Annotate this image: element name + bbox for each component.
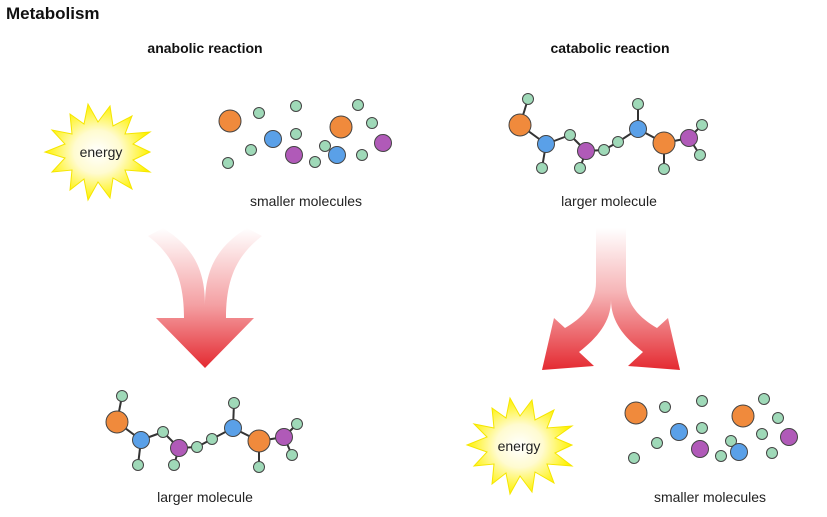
green-atom xyxy=(715,450,727,462)
green-atom xyxy=(522,93,534,105)
larger-molecule-label-anabolic: larger molecule xyxy=(157,489,253,505)
green-atom xyxy=(612,136,624,148)
green-atom xyxy=(772,412,784,424)
green-atom xyxy=(564,129,576,141)
energy-starburst-anabolic xyxy=(43,102,152,202)
diverging-arrow xyxy=(542,228,680,370)
green-atom xyxy=(651,437,663,449)
green-atom xyxy=(758,393,770,405)
green-atom xyxy=(356,149,368,161)
green-atom xyxy=(696,119,708,131)
green-atom xyxy=(245,144,257,156)
purple-atom xyxy=(691,440,709,458)
green-atom xyxy=(191,441,203,453)
anabolic-heading: anabolic reaction xyxy=(147,40,263,56)
green-atom xyxy=(766,447,778,459)
blue-atom xyxy=(629,120,647,138)
converging-arrow xyxy=(148,228,262,368)
green-atom xyxy=(659,401,671,413)
purple-atom xyxy=(577,142,595,160)
orange-atom xyxy=(247,429,271,453)
green-atom xyxy=(696,395,708,407)
blue-atom xyxy=(730,443,748,461)
orange-atom xyxy=(508,113,532,137)
larger-molecule-anabolic xyxy=(105,390,303,473)
orange-atom xyxy=(652,131,676,155)
energy-label-anabolic: energy xyxy=(80,144,123,160)
green-atom xyxy=(290,100,302,112)
larger-molecule-label-catabolic: larger molecule xyxy=(561,193,657,209)
green-atom xyxy=(628,452,640,464)
orange-atom xyxy=(731,404,755,428)
blue-atom xyxy=(537,135,555,153)
catabolic-heading: catabolic reaction xyxy=(550,40,670,56)
green-atom xyxy=(286,449,298,461)
green-atom xyxy=(132,459,144,471)
purple-atom xyxy=(170,439,188,457)
smaller-molecules-anabolic xyxy=(218,99,392,169)
green-atom xyxy=(366,117,378,129)
green-atom xyxy=(291,418,303,430)
blue-atom xyxy=(132,431,150,449)
blue-atom xyxy=(670,423,688,441)
smaller-molecules-label-catabolic: smaller molecules xyxy=(653,489,767,505)
purple-atom xyxy=(780,428,798,446)
blue-atom xyxy=(328,146,346,164)
green-atom xyxy=(222,157,234,169)
orange-atom xyxy=(105,410,129,434)
green-atom xyxy=(290,128,302,140)
green-atom xyxy=(228,397,240,409)
green-atom xyxy=(253,461,265,473)
larger-molecule-catabolic xyxy=(508,93,708,175)
purple-atom xyxy=(275,428,293,446)
green-atom xyxy=(536,162,548,174)
orange-atom xyxy=(624,401,648,425)
green-atom xyxy=(598,144,610,156)
purple-atom xyxy=(680,129,698,147)
blue-atom xyxy=(224,419,242,437)
green-atom xyxy=(116,390,128,402)
purple-atom xyxy=(374,134,392,152)
energy-starburst-catabolic xyxy=(465,396,574,496)
smaller-molecules-label-anabolic: smaller molecules xyxy=(249,193,363,209)
green-atom xyxy=(658,163,670,175)
green-atom xyxy=(574,162,586,174)
green-atom xyxy=(253,107,265,119)
green-atom xyxy=(632,98,644,110)
green-atom xyxy=(696,422,708,434)
green-atom xyxy=(756,428,768,440)
green-atom xyxy=(206,433,218,445)
green-atom xyxy=(168,459,180,471)
green-atom xyxy=(352,99,364,111)
page-title: Metabolism xyxy=(6,4,100,23)
purple-atom xyxy=(285,146,303,164)
orange-atom xyxy=(218,109,242,133)
smaller-molecules-catabolic xyxy=(624,393,798,464)
orange-atom xyxy=(329,115,353,139)
green-atom xyxy=(725,435,737,447)
green-atom xyxy=(694,149,706,161)
energy-label-catabolic: energy xyxy=(498,438,541,454)
green-atom xyxy=(157,426,169,438)
green-atom xyxy=(309,156,321,168)
green-atom xyxy=(319,140,331,152)
blue-atom xyxy=(264,130,282,148)
